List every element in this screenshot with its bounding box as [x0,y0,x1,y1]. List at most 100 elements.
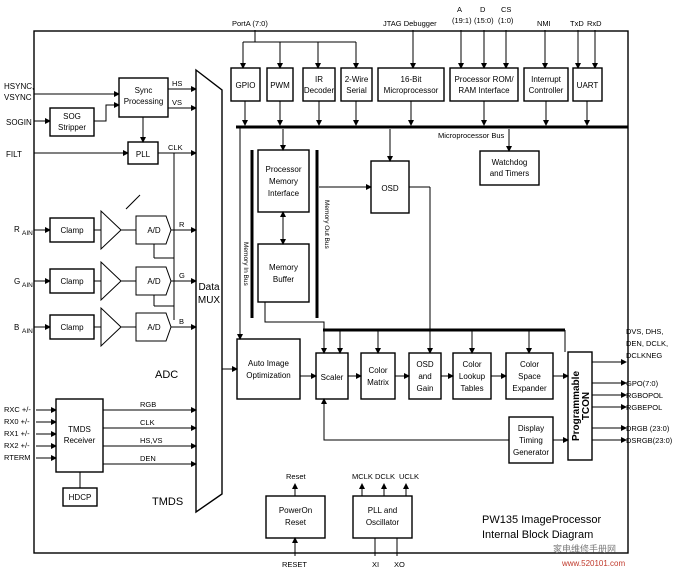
channel-r: R AIN Clamp A/D R [14,209,197,251]
svg-text:SOG: SOG [63,112,81,121]
svg-text:Matrix: Matrix [367,378,389,387]
color-space-expander-block: Color Space Expander [505,352,554,400]
adc-g-label: A/D [147,277,161,286]
svg-text:B: B [179,317,184,326]
svg-text:G: G [14,277,20,286]
nmi-pin-label: NMI [537,19,551,28]
svg-text:RGB: RGB [140,400,156,409]
xi-pin-label: XI [372,560,379,569]
clamp-r-label: Clamp [60,226,84,235]
diagram-title-line2: Internal Block Diagram [482,529,593,541]
svg-text:DVS, DHS,: DVS, DHS, [626,327,664,336]
svg-text:and: and [418,372,431,381]
chip-outline [33,30,629,554]
svg-text:OSD: OSD [381,184,399,193]
hdcp-block: HDCP [62,487,98,507]
svg-text:DSRGB(23:0): DSRGB(23:0) [626,436,673,445]
uart-block: UART [572,67,603,102]
svg-text:RXC +/-: RXC +/- [4,405,31,414]
svg-text:and Timers: and Timers [490,169,530,178]
svg-text:DEN: DEN [140,454,156,463]
cs-width-label: (1:0) [498,16,514,25]
txd-pin-label: TxD [570,19,584,28]
hs-signal-label: HS [172,79,182,88]
svg-text:AIN: AIN [22,230,33,237]
svg-text:Data: Data [198,282,220,293]
two-wire-serial-block: 2-Wire Serial [340,67,373,102]
clamp-b-label: Clamp [60,323,84,332]
cs-pin-label: CS [501,5,511,14]
porta-pin-label: PortA (7:0) [232,19,268,28]
svg-text:Buffer: Buffer [273,275,295,284]
sog-stripper-block: SOG Stripper [49,107,95,137]
svg-text:Reset: Reset [285,518,307,527]
memory-in-bus-label: Memory In Bus [242,242,249,286]
rxd-pin-label: RxD [587,19,602,28]
svg-text:Controller: Controller [529,86,564,95]
processor-memory-interface-block: Processor Memory Interface [257,149,310,213]
svg-text:Expander: Expander [512,384,547,393]
channel-b: B AIN Clamp A/D B [14,306,197,348]
svg-text:Interrupt: Interrupt [531,75,562,84]
svg-text:Oscillator: Oscillator [366,518,400,527]
watchdog-timers-block: Watchdog and Timers [479,150,540,186]
filt-input-label: FILT [6,150,22,159]
svg-text:AIN: AIN [22,328,33,335]
poweron-reset-block: PowerOn Reset [265,495,326,539]
svg-text:Watchdog: Watchdog [492,158,528,167]
tcon-outputs: DVS, DHS, DEN, DCLK, DCLKNEG GPO(7:0) RG… [592,327,673,445]
svg-text:GPO(7:0): GPO(7:0) [626,379,659,388]
vs-signal-label: VS [172,98,182,107]
svg-text:Display: Display [518,424,544,433]
uclk-label: UCLK [399,472,419,481]
svg-text:R: R [179,220,185,229]
svg-text:Memory: Memory [269,177,298,186]
svg-text:Processing: Processing [124,97,164,106]
svg-text:Scaler: Scaler [321,373,344,382]
sync-processing-block: Sync Processing [118,77,169,118]
svg-text:Stripper: Stripper [58,123,86,132]
svg-text:DRGB (23:0): DRGB (23:0) [626,424,670,433]
pll-block: PLL [127,141,159,165]
svg-text:TMDS: TMDS [68,425,91,434]
svg-text:RX1 +/-: RX1 +/- [4,429,30,438]
color-matrix-block: Color Matrix [360,352,396,400]
watermark-chinese: 家电维修手册网 [553,543,616,554]
svg-text:TCON: TCON [581,392,592,420]
svg-text:CLK: CLK [140,418,155,427]
svg-text:UART: UART [577,81,599,90]
color-lookup-tables-block: Color Lookup Tables [452,352,492,400]
clk-signal-label: CLK [168,143,183,152]
svg-text:Generator: Generator [513,448,549,457]
gpio-block: GPIO [230,67,261,102]
svg-text:Receiver: Receiver [64,436,96,445]
xo-pin-label: XO [394,560,405,569]
address-pin-label: A [457,5,462,14]
clamp-g-label: Clamp [60,277,84,286]
programmable-tcon-block: Programmable TCON [567,351,593,461]
svg-text:Color: Color [462,360,481,369]
pwm-block: PWM [266,67,294,102]
svg-text:HDCP: HDCP [69,493,92,502]
adc-section-label: ADC [155,369,178,381]
channel-g: G AIN Clamp A/D G [14,260,197,302]
mclk-label: MCLK [352,472,373,481]
svg-text:PLL: PLL [136,150,151,159]
svg-text:HS,VS: HS,VS [140,436,163,445]
svg-text:Lookup: Lookup [459,372,486,381]
memory-buffer-block: Memory Buffer [257,243,310,303]
microprocessor-block: 16-Bit Microprocessor [377,67,445,102]
rom-ram-interface-block: Processor ROM/ RAM Interface [449,67,519,102]
svg-text:RTERM: RTERM [4,453,31,462]
svg-text:AIN: AIN [22,282,33,289]
tmds-inputs: RXC +/- RX0 +/- RX1 +/- RX2 +/- RTERM [4,405,57,462]
svg-text:16-Bit: 16-Bit [401,75,423,84]
data-pin-label: D [480,5,486,14]
svg-text:PowerOn: PowerOn [279,506,312,515]
address-width-label: (19:1) [452,16,472,25]
svg-text:Memory: Memory [269,263,298,272]
svg-text:RX0 +/-: RX0 +/- [4,417,30,426]
tmds-outputs: RGB CLK HS,VS DEN [103,400,197,467]
svg-text:RGBEPOL: RGBEPOL [626,403,662,412]
